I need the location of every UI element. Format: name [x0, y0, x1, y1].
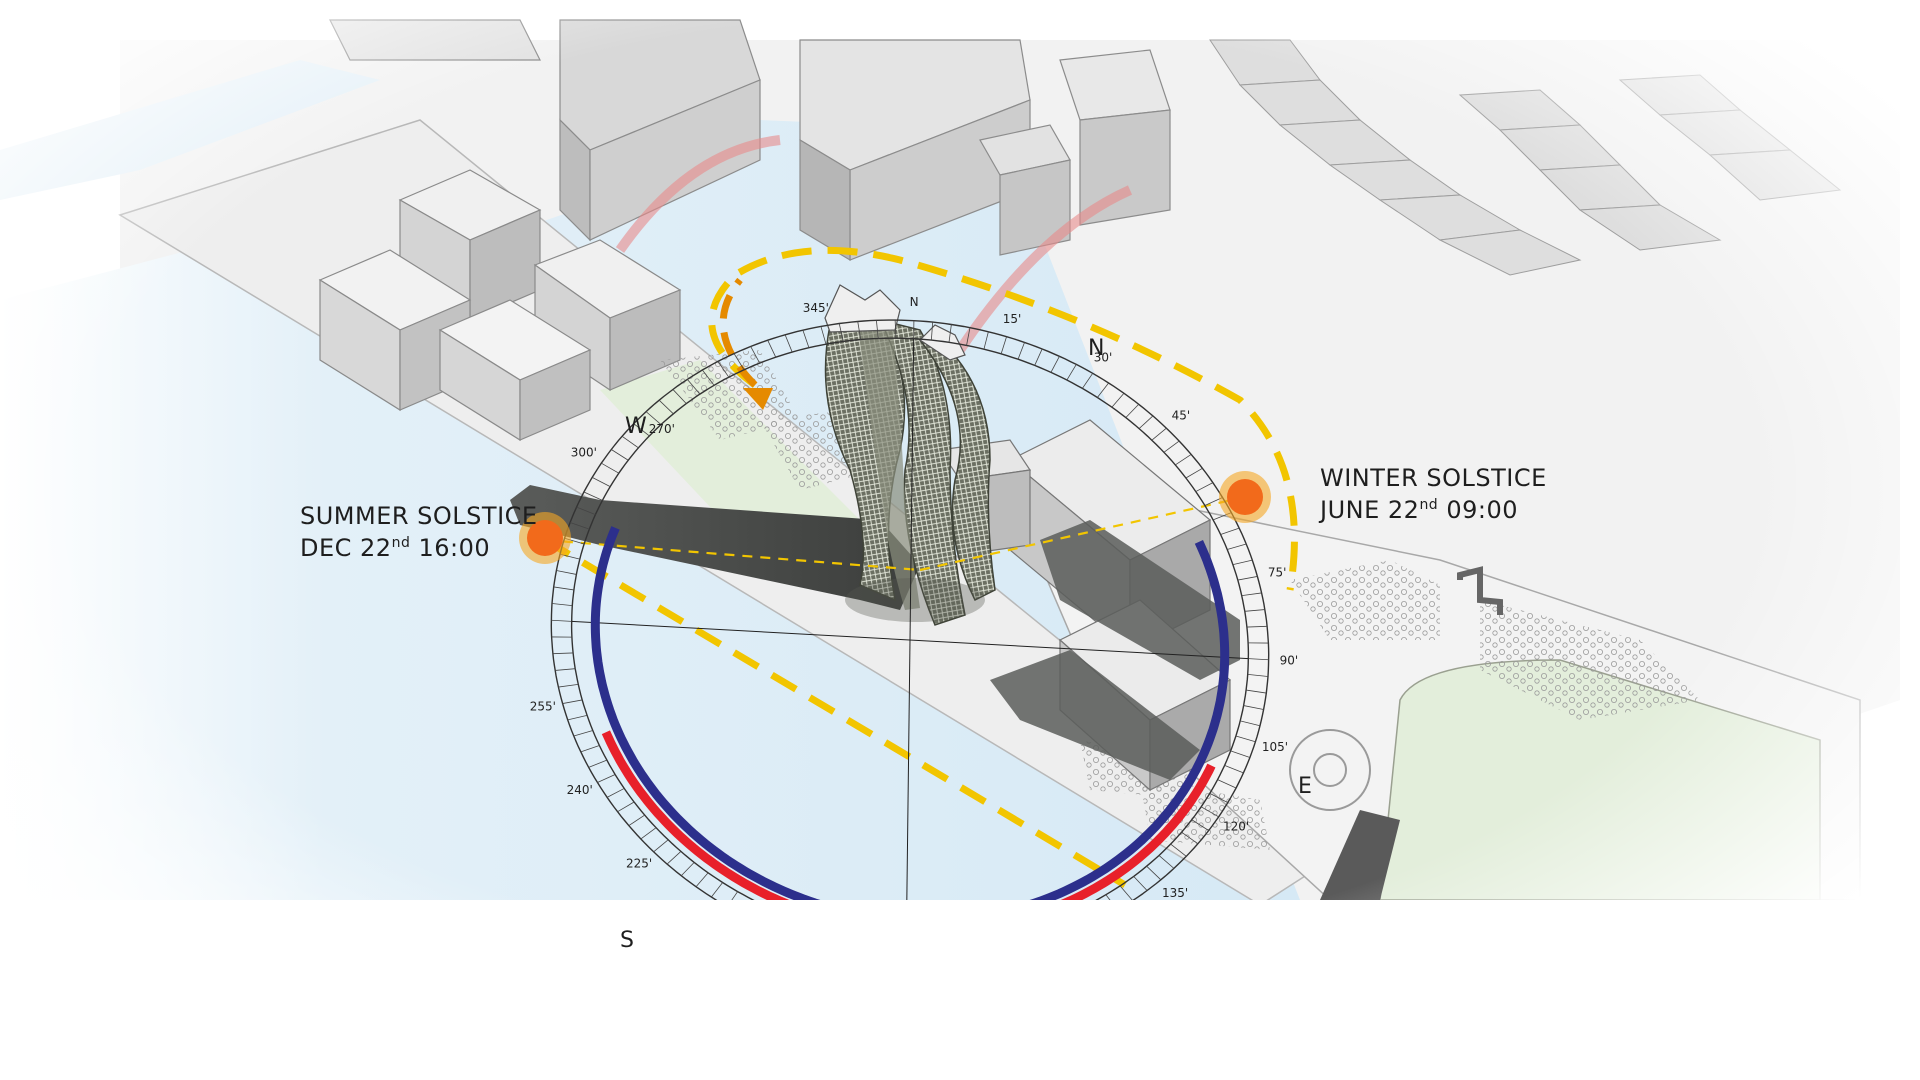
summer-solstice-datetime: DEC 22nd 16:00: [300, 532, 538, 564]
west-degree-label: 270': [649, 422, 675, 436]
summer-solstice-title: SUMMER SOLSTICE: [300, 500, 538, 532]
cardinal-east: E: [1298, 774, 1312, 799]
cardinal-north: N: [1088, 336, 1104, 361]
winter-solstice-label: WINTER SOLSTICE JUNE 22nd 09:00: [1320, 462, 1547, 526]
winter-solstice-datetime: JUNE 22nd 09:00: [1320, 494, 1547, 526]
summer-solstice-label: SUMMER SOLSTICE DEC 22nd 16:00: [300, 500, 538, 564]
winter-solstice-title: WINTER SOLSTICE: [1320, 462, 1547, 494]
cardinal-south: S: [620, 928, 634, 953]
